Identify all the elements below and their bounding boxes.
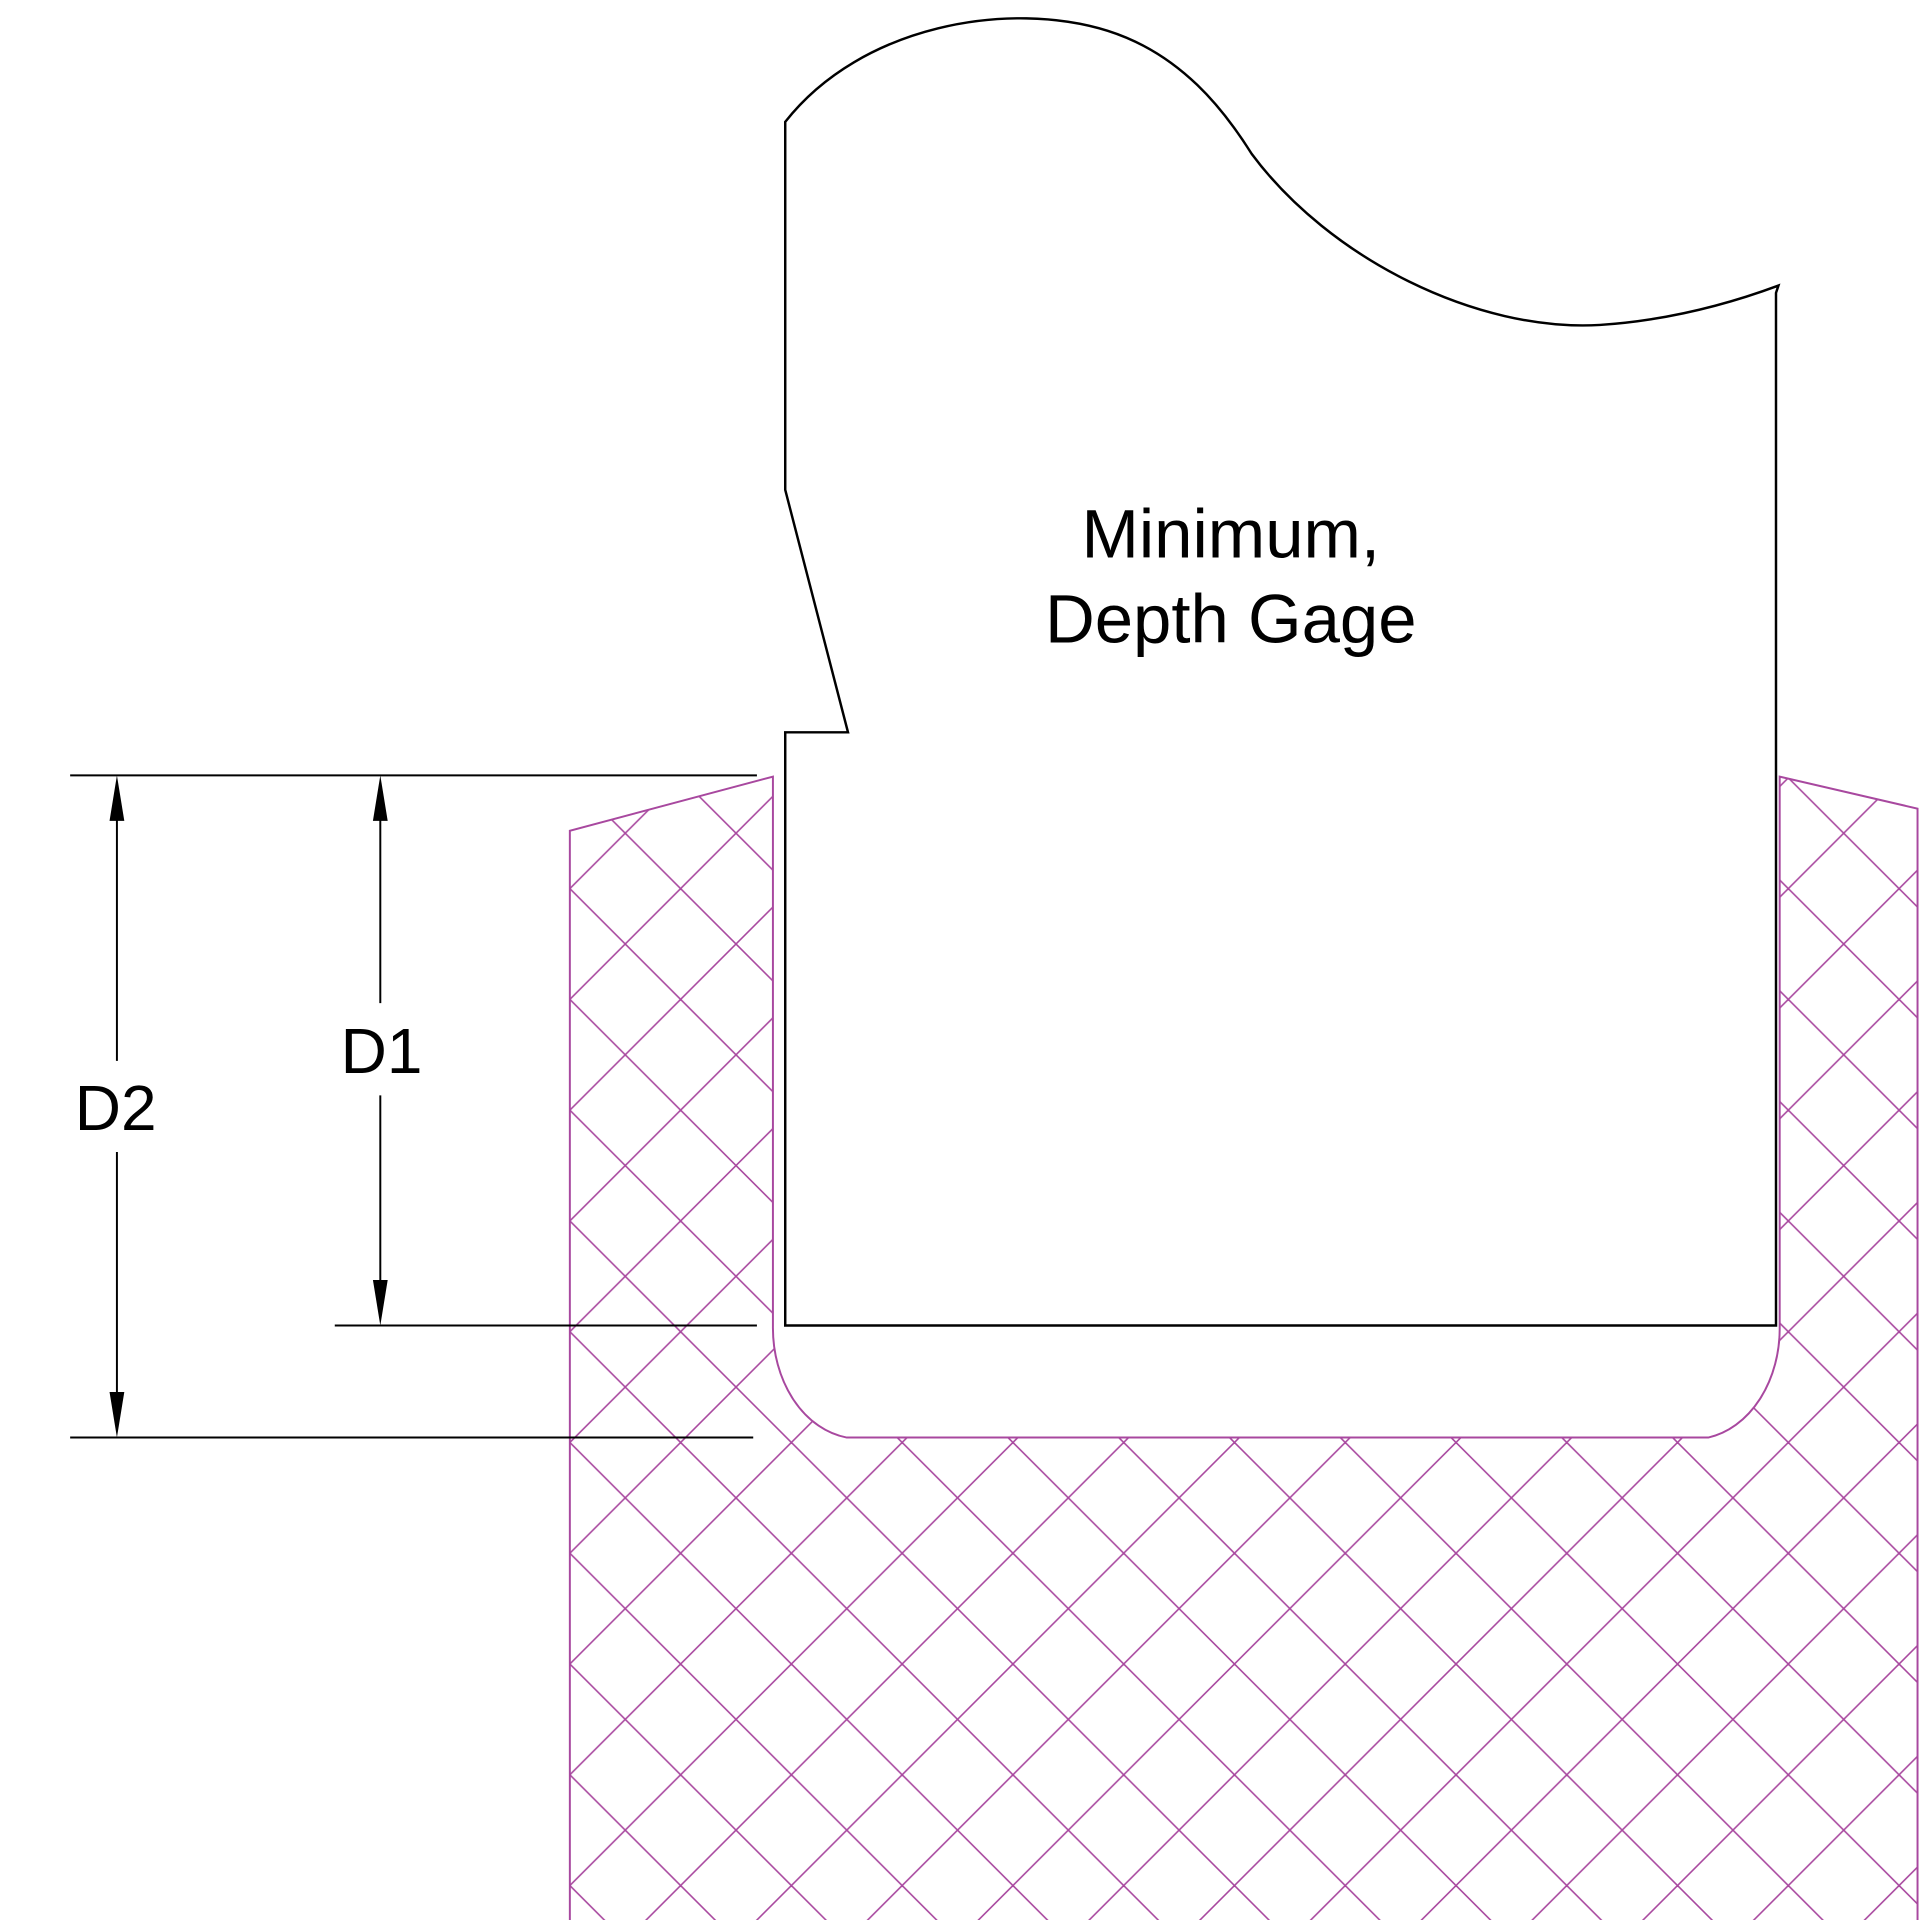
depth-gage: Minimum, Depth Gage — [784, 17, 1781, 1327]
d2-arrow-up-icon — [109, 775, 125, 821]
workpiece-outline — [568, 775, 1919, 1920]
depth-gage-label-line1: Minimum, — [1081, 496, 1380, 573]
extension-lines — [70, 774, 757, 1439]
d1-label: D1 — [341, 1015, 423, 1087]
d1-arrow-down-icon — [372, 1280, 388, 1326]
d2-arrow-down-icon — [109, 1392, 125, 1438]
d2-label: D2 — [75, 1072, 157, 1144]
d1-arrow-up-icon — [372, 775, 388, 821]
depth-gage-label-line2: Depth Gage — [1045, 580, 1417, 657]
depth-gage-outline — [784, 17, 1781, 1327]
dimension-d1: D1 — [341, 775, 423, 1326]
dimension-d2: D2 — [75, 775, 157, 1438]
